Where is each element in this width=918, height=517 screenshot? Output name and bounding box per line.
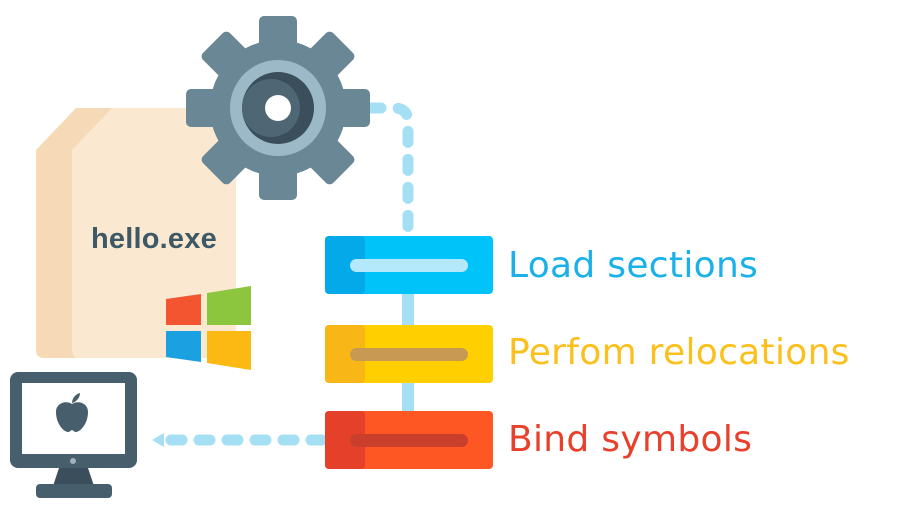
step-block-bind-symbols bbox=[325, 411, 493, 469]
step-label-bind-symbols: Bind symbols bbox=[508, 419, 753, 460]
arrow-head-icon bbox=[152, 433, 164, 447]
file-name-label: hello.exe bbox=[91, 223, 217, 255]
step-block-load-sections bbox=[325, 236, 493, 294]
windows-logo-icon bbox=[166, 286, 251, 370]
connector-lines bbox=[152, 102, 414, 447]
monitor-icon bbox=[10, 372, 137, 498]
step-block-perform-relocations bbox=[325, 325, 493, 383]
gear-icon bbox=[186, 16, 370, 200]
step-label-load-sections: Load sections bbox=[508, 245, 759, 286]
step-label-perform-relocations: Perfom relocations bbox=[508, 332, 850, 373]
stack-link-2 bbox=[402, 380, 414, 416]
connector-gear-to-stack bbox=[364, 102, 414, 234]
stack-link-1 bbox=[402, 292, 414, 330]
apple-logo-icon bbox=[56, 393, 88, 432]
